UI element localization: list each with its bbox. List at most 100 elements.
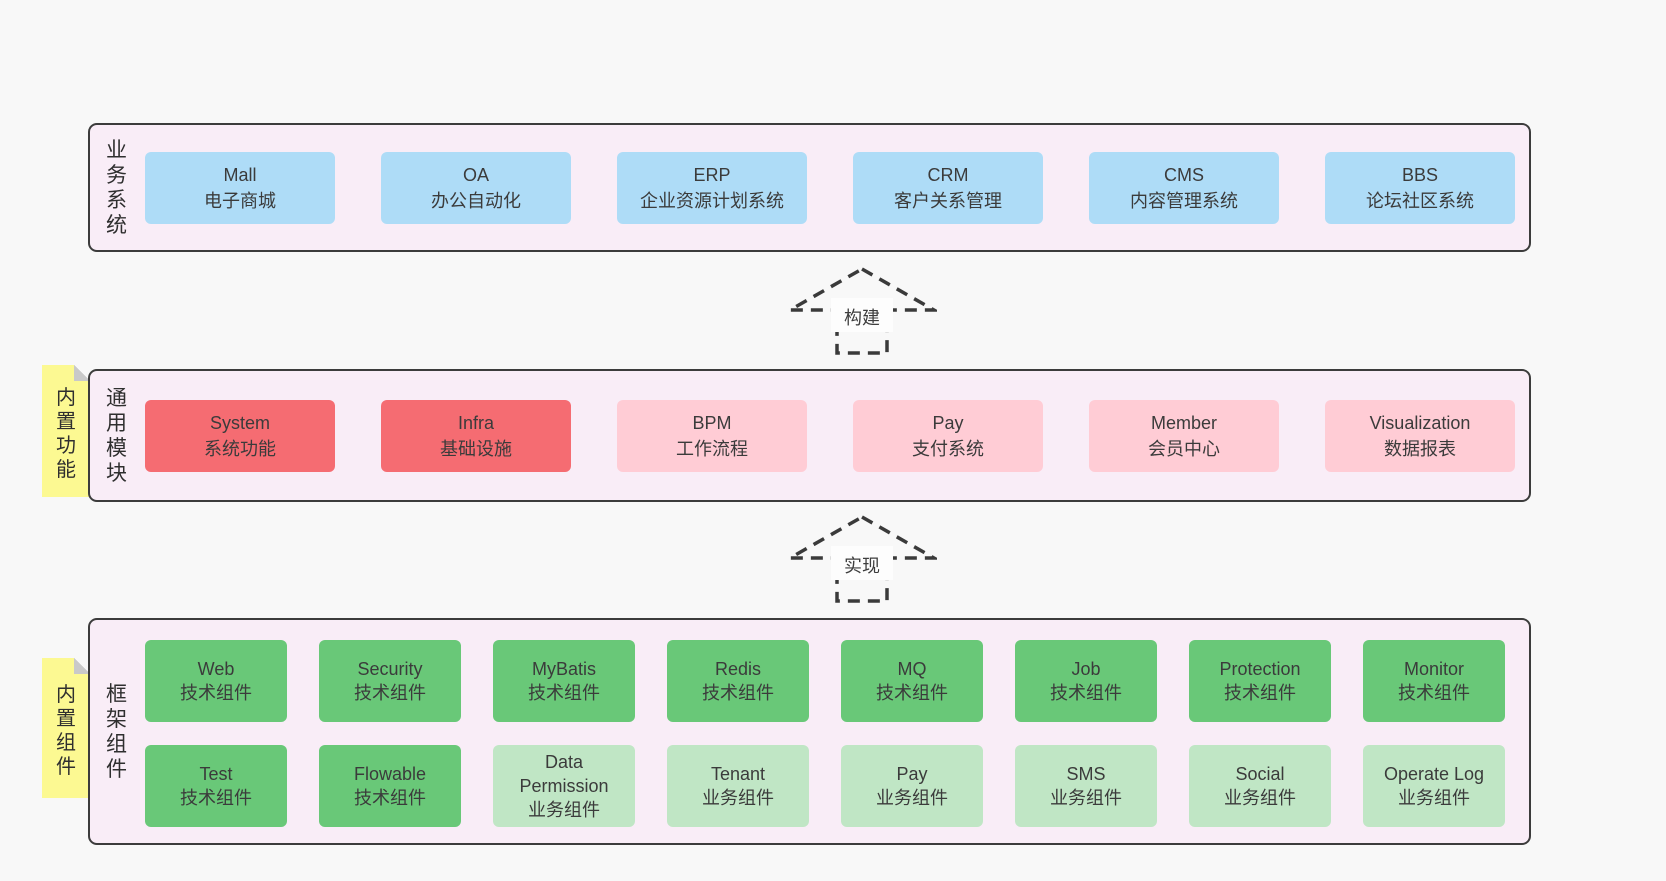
box-cms: CMS 内容管理系统: [1089, 152, 1279, 224]
module-visualization: Visualization 数据报表: [1325, 400, 1515, 472]
implement-arrow-icon: 实现: [787, 514, 937, 603]
box-subtitle: 业务组件: [1224, 788, 1296, 808]
folded-corner-icon: [74, 365, 90, 381]
box-subtitle: 系统功能: [204, 439, 276, 459]
up-arrow-outline: [787, 266, 937, 355]
box-subtitle: 技术组件: [528, 683, 600, 703]
component-flowable: Flowable 技术组件: [319, 745, 461, 827]
box-subtitle: 基础设施: [440, 439, 512, 459]
box-oa: OA 办公自动化: [381, 152, 571, 224]
box-subtitle: 技术组件: [354, 788, 426, 808]
up-arrow-outline: [787, 514, 937, 603]
box-title: Operate Log: [1383, 764, 1485, 784]
box-title: Social: [1235, 764, 1285, 784]
component-job: Job 技术组件: [1015, 640, 1157, 722]
box-bbs: BBS 论坛社区系统: [1325, 152, 1515, 224]
component-web: Web 技术组件: [145, 640, 287, 722]
box-title: Infra: [457, 413, 495, 433]
component-pay: Pay 业务组件: [841, 745, 983, 827]
builtin-features-tag: 内置功能: [42, 365, 90, 497]
box-title: ERP: [693, 165, 731, 185]
build-arrow-label: 构建: [844, 308, 880, 328]
box-subtitle: 业务组件: [702, 788, 774, 808]
box-subtitle: 内容管理系统: [1130, 191, 1238, 211]
box-subtitle: 技术组件: [354, 683, 426, 703]
box-title: MyBatis: [531, 659, 596, 679]
box-subtitle: 业务组件: [1398, 788, 1470, 808]
box-title: Protection: [1219, 659, 1301, 679]
box-subtitle: 技术组件: [1050, 683, 1122, 703]
folded-corner-icon: [74, 658, 90, 674]
component-security: Security 技术组件: [319, 640, 461, 722]
arrow-label-background: [831, 546, 893, 580]
box-subtitle: 办公自动化: [431, 191, 521, 211]
component-operate-log: Operate Log 业务组件: [1363, 745, 1505, 827]
builtin-features-tag-label: 内置功能: [56, 387, 76, 481]
box-subtitle: 业务组件: [528, 800, 600, 820]
box-title: Security: [357, 659, 423, 679]
component-protection: Protection 技术组件: [1189, 640, 1331, 722]
box-title: CMS: [1164, 165, 1204, 185]
box-title: Mall: [223, 165, 257, 185]
module-infra: Infra 基础设施: [381, 400, 571, 472]
box-subtitle: 论坛社区系统: [1366, 191, 1474, 211]
framework-row-2: Test 技术组件 Flowable 技术组件 Data Permission …: [145, 745, 1505, 827]
box-title: Web: [197, 659, 235, 679]
box-subtitle: 会员中心: [1148, 439, 1220, 459]
box-title: Tenant: [710, 764, 766, 784]
box-title: SMS: [1066, 764, 1106, 784]
box-subtitle: 企业资源计划系统: [640, 191, 784, 211]
module-pay: Pay 支付系统: [853, 400, 1043, 472]
module-bpm: BPM 工作流程: [617, 400, 807, 472]
component-sms: SMS 业务组件: [1015, 745, 1157, 827]
component-mybatis: MyBatis 技术组件: [493, 640, 635, 722]
box-title: Test: [199, 764, 233, 784]
box-subtitle: 数据报表: [1384, 439, 1456, 459]
box-subtitle: 客户关系管理: [894, 191, 1002, 211]
layer-label-framework: 框架组件: [106, 682, 127, 781]
box-title: BPM: [692, 413, 732, 433]
box-title: MQ: [897, 659, 927, 679]
module-system: System 系统功能: [145, 400, 335, 472]
component-monitor: Monitor 技术组件: [1363, 640, 1505, 722]
framework-row-1: Web 技术组件 Security 技术组件 MyBatis 技术组件 Redi…: [145, 640, 1505, 722]
box-title: Data Permission: [519, 752, 609, 796]
common-modules-row: System 系统功能 Infra 基础设施 BPM 工作流程 Pay 支付系统…: [145, 400, 1515, 472]
box-subtitle: 技术组件: [876, 683, 948, 703]
implement-arrow-label: 实现: [844, 556, 880, 576]
box-erp: ERP 企业资源计划系统: [617, 152, 807, 224]
box-title: Job: [1071, 659, 1101, 679]
box-subtitle: 技术组件: [702, 683, 774, 703]
layer-label-modules: 通用模块: [106, 386, 127, 485]
component-data-permission: Data Permission 业务组件: [493, 745, 635, 827]
box-title: Redis: [714, 659, 762, 679]
component-social: Social 业务组件: [1189, 745, 1331, 827]
business-systems-layer: 业务系统 Mall 电子商城 OA 办公自动化 ERP 企业资源计划系统 CRM…: [88, 123, 1531, 252]
component-mq: MQ 技术组件: [841, 640, 983, 722]
box-title: Flowable: [353, 764, 427, 784]
box-subtitle: 技术组件: [1398, 683, 1470, 703]
box-title: CRM: [927, 165, 969, 185]
box-subtitle: 业务组件: [876, 788, 948, 808]
box-title: Visualization: [1369, 413, 1471, 433]
box-title: System: [209, 413, 270, 433]
layer-label-business: 业务系统: [106, 138, 127, 237]
box-mall: Mall 电子商城: [145, 152, 335, 224]
builtin-components-tag-label: 内置组件: [56, 684, 76, 778]
box-subtitle: 工作流程: [676, 439, 748, 459]
component-test: Test 技术组件: [145, 745, 287, 827]
box-title: Pay: [932, 413, 964, 433]
framework-components-layer: 框架组件 Web 技术组件 Security 技术组件 MyBatis 技术组件…: [88, 618, 1531, 845]
business-systems-row: Mall 电子商城 OA 办公自动化 ERP 企业资源计划系统 CRM 客户关系…: [145, 152, 1515, 224]
component-tenant: Tenant 业务组件: [667, 745, 809, 827]
box-subtitle: 技术组件: [1224, 683, 1296, 703]
box-title: Monitor: [1403, 659, 1465, 679]
box-title: BBS: [1401, 165, 1439, 185]
component-redis: Redis 技术组件: [667, 640, 809, 722]
box-subtitle: 技术组件: [180, 683, 252, 703]
box-title: Pay: [896, 764, 928, 784]
arrow-label-background: [831, 298, 893, 332]
box-title: Member: [1150, 413, 1217, 433]
box-subtitle: 业务组件: [1050, 788, 1122, 808]
